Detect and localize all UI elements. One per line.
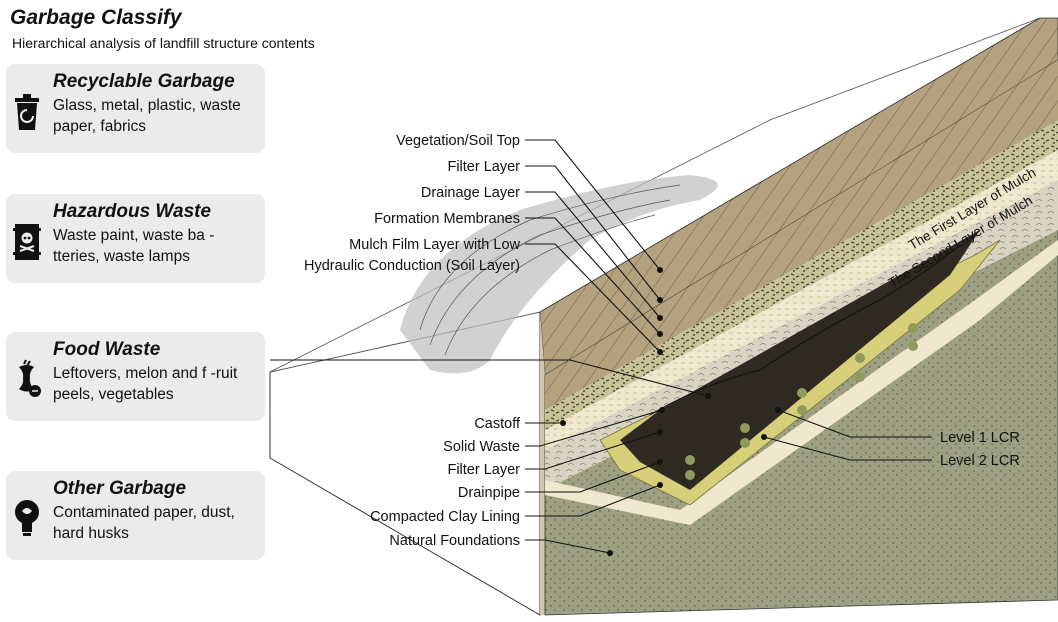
category-card-recyclable: Recyclable Garbage Glass, metal, plastic… — [6, 64, 265, 153]
label-drainpipe: Drainpipe — [458, 485, 520, 501]
category-description: Glass, metal, plastic, waste paper, fabr… — [53, 97, 241, 135]
category-title: Hazardous Waste — [53, 201, 212, 222]
label-hydraulic-conduction: Hydraulic Conduction (Soil Layer) — [304, 258, 520, 274]
label-mulch-film-layer: Mulch Film Layer with Low — [349, 237, 520, 253]
category-title: Recyclable Garbage — [53, 71, 235, 92]
label-natural-foundations: Natural Foundations — [389, 533, 520, 549]
category-description: Waste paint, waste ba -tteries, waste la… — [53, 227, 215, 265]
label-filter-layer-top: Filter Layer — [447, 159, 520, 175]
label-level-2-lcr: Level 2 LCR — [940, 453, 1020, 469]
label-solid-waste: Solid Waste — [443, 439, 520, 455]
category-card-hazardous: Hazardous Waste Waste paint, waste ba -t… — [6, 194, 265, 283]
category-card-other: Other Garbage Contaminated paper, dust, … — [6, 471, 265, 560]
page-subtitle: Hierarchical analysis of landfill struct… — [12, 35, 315, 51]
category-description: Contaminated paper, dust, hard husks — [53, 504, 235, 542]
label-drainage-layer: Drainage Layer — [421, 185, 520, 201]
label-compacted-clay-lining: Compacted Clay Lining — [370, 509, 520, 525]
category-description: Leftovers, melon and f -ruit peels, vege… — [53, 365, 238, 403]
category-title: Other Garbage — [53, 478, 187, 499]
label-castoff: Castoff — [474, 416, 521, 432]
label-formation-membranes: Formation Membranes — [374, 211, 520, 227]
label-level-1-lcr: Level 1 LCR — [940, 430, 1020, 446]
category-title: Food Waste — [53, 339, 161, 360]
hazardous-skull-icon — [13, 224, 41, 260]
apple-core-icon — [19, 359, 41, 397]
page-title: Garbage Classify — [10, 6, 182, 29]
lightbulb-icon — [15, 500, 39, 536]
category-card-food: Food Waste Leftovers, melon and f -ruit … — [6, 332, 265, 421]
label-filter-layer-bottom: Filter Layer — [447, 462, 520, 478]
recycle-bin-icon — [15, 94, 39, 130]
label-vegetation-soil-top: Vegetation/Soil Top — [396, 133, 520, 149]
